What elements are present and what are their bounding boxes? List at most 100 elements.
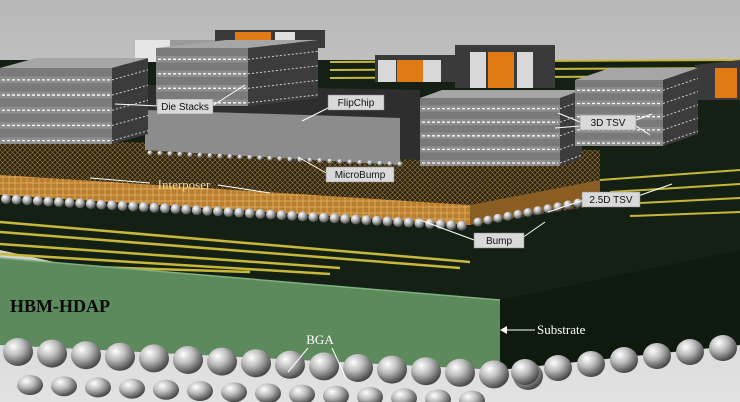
bga-ball bbox=[153, 379, 179, 400]
die-stack bbox=[420, 90, 583, 166]
bump-ball bbox=[493, 213, 503, 223]
label-die-stacks: Die Stacks bbox=[114, 84, 246, 115]
bump-ball bbox=[319, 212, 329, 223]
bump-ball bbox=[393, 216, 404, 227]
label-microbump: MicroBump bbox=[297, 156, 395, 183]
microbump-label: MicroBump bbox=[335, 170, 386, 181]
bump-ball bbox=[403, 217, 414, 228]
bump-ball bbox=[446, 220, 457, 231]
microbump-ball bbox=[197, 152, 203, 158]
microbump-ball bbox=[217, 153, 223, 159]
bga-ball bbox=[391, 388, 417, 402]
diagram-title: HBM-HDAP bbox=[10, 296, 110, 316]
bump-ball bbox=[372, 215, 382, 226]
bump-ball bbox=[473, 217, 483, 227]
bga-ball bbox=[425, 389, 451, 402]
bump-ball bbox=[160, 203, 170, 214]
die-stack bbox=[156, 40, 319, 106]
microbump-ball bbox=[227, 154, 233, 160]
microbump-ball bbox=[237, 154, 243, 160]
label-3d-tsv: 3D TSV bbox=[554, 112, 653, 136]
bump-ball bbox=[11, 194, 22, 205]
bump-ball bbox=[96, 199, 107, 210]
bga-ball bbox=[119, 378, 145, 399]
bump-label: Bump bbox=[486, 236, 513, 247]
bga-ball bbox=[105, 342, 135, 371]
microbump-ball bbox=[307, 157, 313, 163]
microbump-ball bbox=[387, 161, 393, 167]
bga-ball bbox=[173, 346, 203, 374]
die-stack bbox=[0, 58, 149, 144]
board-side bbox=[500, 250, 740, 370]
bump-ball bbox=[350, 214, 361, 225]
bump-ball bbox=[456, 220, 467, 231]
bump-ball bbox=[266, 209, 276, 220]
bump-ball bbox=[244, 208, 255, 219]
bump-ball bbox=[22, 195, 33, 206]
bump-ball bbox=[170, 203, 181, 214]
bump-ball bbox=[85, 198, 96, 209]
flipchip-label: FlipChip bbox=[338, 98, 375, 109]
substrate-front bbox=[0, 258, 500, 370]
bga-label: BGA bbox=[306, 332, 334, 347]
bump-ball bbox=[276, 210, 287, 221]
bga-ball bbox=[309, 352, 339, 381]
bga-ball bbox=[71, 341, 101, 370]
microbump-ball bbox=[167, 151, 173, 157]
bump-ball bbox=[483, 215, 493, 225]
bump-ball bbox=[382, 216, 393, 227]
microbump-ball bbox=[247, 154, 253, 161]
bga-ball bbox=[37, 339, 67, 368]
bump-ball bbox=[149, 202, 160, 213]
die-stacks bbox=[0, 40, 699, 166]
bump-ball bbox=[117, 200, 128, 211]
bump-ball bbox=[297, 211, 308, 222]
bump-ball bbox=[54, 197, 64, 208]
bump-ball bbox=[503, 211, 513, 221]
microbump-ball bbox=[207, 153, 213, 159]
label-substrate: Substrate bbox=[500, 322, 586, 337]
label-bga: BGA bbox=[287, 332, 347, 379]
bga-ball bbox=[51, 376, 77, 397]
bump-ball bbox=[234, 207, 245, 218]
bump-ball bbox=[340, 213, 351, 224]
bga-ball bbox=[445, 358, 475, 387]
bga-ball bbox=[17, 375, 43, 395]
microbump-ball bbox=[147, 150, 153, 156]
bump-ball bbox=[64, 197, 75, 208]
bump-ball bbox=[287, 210, 298, 221]
bga-ball bbox=[275, 350, 305, 379]
bump-ball bbox=[32, 195, 43, 206]
bump-ball bbox=[523, 208, 533, 217]
bump-ball bbox=[107, 200, 117, 211]
interposer-front bbox=[0, 175, 470, 225]
substrate-label: Substrate bbox=[537, 322, 586, 337]
bga-ball bbox=[676, 339, 704, 365]
bga-ball bbox=[3, 338, 33, 366]
bga-balls bbox=[3, 335, 737, 402]
bga-ball bbox=[479, 360, 509, 389]
microbump-ball bbox=[357, 159, 363, 166]
bga-ball bbox=[357, 387, 383, 402]
label-interposer: Interposer bbox=[89, 177, 271, 194]
bga-ball bbox=[377, 355, 407, 384]
bump-ball bbox=[361, 215, 372, 226]
bga-ball bbox=[459, 390, 485, 402]
bump-row bbox=[1, 194, 603, 231]
bga-ball bbox=[643, 343, 671, 369]
bump-ball bbox=[414, 218, 425, 229]
bga-ball bbox=[323, 385, 349, 402]
microbump-ball bbox=[327, 158, 333, 164]
bga-ball bbox=[289, 384, 315, 402]
die-stack bbox=[575, 68, 699, 146]
label-bump: Bump bbox=[419, 219, 546, 249]
bump-ball bbox=[513, 209, 523, 219]
bump-ball bbox=[138, 202, 149, 213]
bump-ball bbox=[329, 213, 340, 224]
bga-ball bbox=[709, 335, 737, 361]
bump-ball bbox=[255, 208, 266, 219]
bump-ball bbox=[213, 206, 223, 217]
label-flipchip: FlipChip bbox=[301, 94, 385, 122]
microbump-ball bbox=[367, 160, 373, 166]
